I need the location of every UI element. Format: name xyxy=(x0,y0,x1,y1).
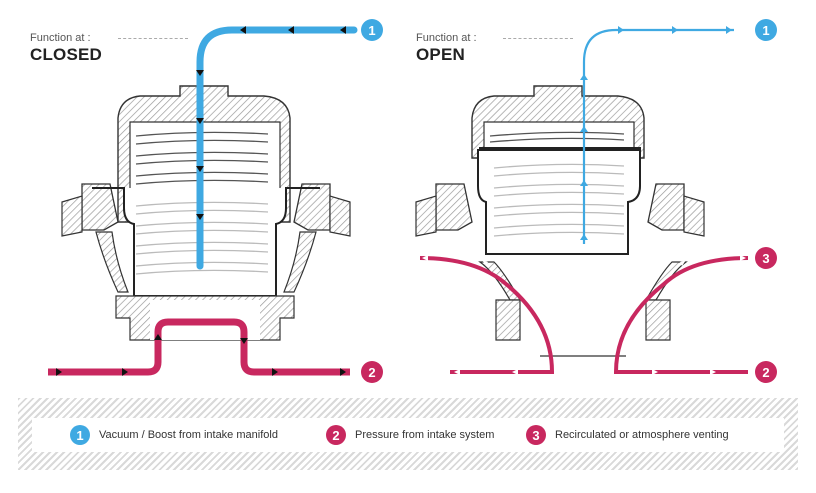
open-recirculation-arrows xyxy=(422,255,746,375)
legend-badge-2: 2 xyxy=(326,425,346,445)
open-state-title: OPEN xyxy=(416,45,465,64)
closed-vacuum-flow xyxy=(196,26,358,270)
closed-function-label: Function at : xyxy=(30,32,91,44)
open-label-divider xyxy=(503,38,573,39)
legend-text-recirculated: Recirculated or atmosphere venting xyxy=(555,429,729,441)
closed-label-divider xyxy=(118,38,188,39)
open-function-label: Function at : xyxy=(416,32,477,44)
open-valve-body xyxy=(415,85,705,357)
legend-text-vacuum: Vacuum / Boost from intake manifold xyxy=(99,429,278,441)
open-badge-3: 3 xyxy=(755,247,777,269)
open-badge-2-label: 2 xyxy=(762,365,769,380)
open-badge-1-label: 1 xyxy=(762,23,769,38)
legend-text-pressure: Pressure from intake system xyxy=(355,429,495,441)
legend-badge-1: 1 xyxy=(70,425,90,445)
closed-valve-body xyxy=(61,85,351,341)
open-vacuum-arrows xyxy=(580,26,732,240)
closed-pressure-flow xyxy=(48,318,350,376)
open-badge-2: 2 xyxy=(755,361,777,383)
open-badge-3-label: 3 xyxy=(762,251,769,266)
closed-pressure-arrows xyxy=(56,334,346,376)
open-badge-1: 1 xyxy=(755,19,777,41)
closed-badge-1-label: 1 xyxy=(368,23,375,38)
open-recirculation-flow xyxy=(419,256,749,374)
legend-badge-3: 3 xyxy=(526,425,546,445)
legend-panel xyxy=(32,418,784,452)
closed-state-title: CLOSED xyxy=(30,45,103,64)
legend-item-recirculated: 3 Recirculated or atmosphere venting xyxy=(526,424,729,446)
closed-badge-1: 1 xyxy=(361,19,383,41)
open-vacuum-flow xyxy=(582,28,734,244)
legend-item-vacuum: 1 Vacuum / Boost from intake manifold xyxy=(70,424,278,446)
legend-item-pressure: 2 Pressure from intake system xyxy=(326,424,494,446)
closed-vacuum-arrows xyxy=(196,26,346,220)
closed-badge-2: 2 xyxy=(361,361,383,383)
open-spring xyxy=(489,131,625,237)
closed-badge-2-label: 2 xyxy=(368,365,375,380)
